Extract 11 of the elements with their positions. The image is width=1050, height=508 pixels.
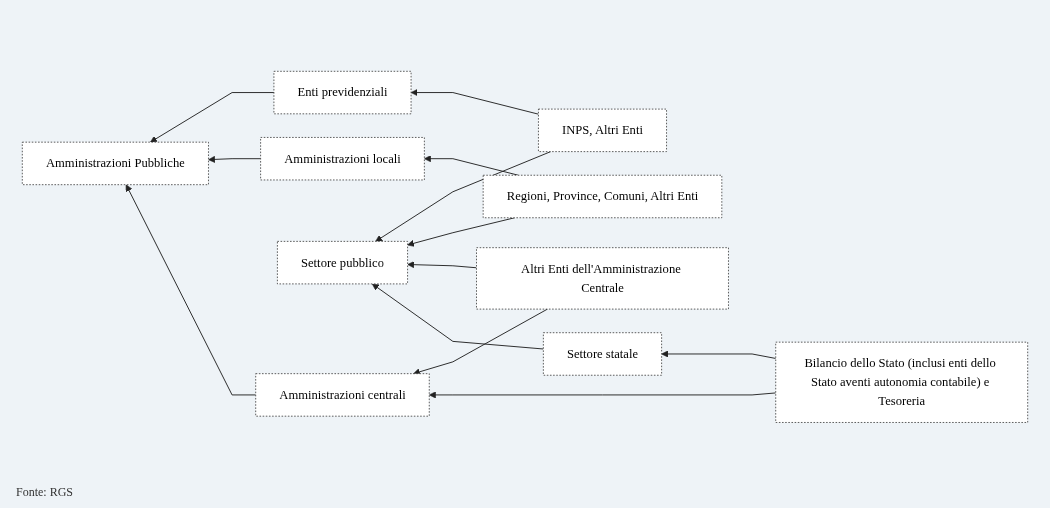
node-box: Bilancio dello Stato (inclusi enti dello Stato aventi autonomia contabile) e Tesoreria (775, 341, 1029, 423)
node-box: Settore statale (542, 331, 662, 376)
node-box: Settore pubblico (277, 240, 408, 284)
node-box: Amministrazioni Pubbliche (21, 141, 209, 185)
node-box: Amministrazioni centrali (255, 372, 430, 417)
source-caption: Fonte: RGS (16, 485, 74, 500)
node-box: Regioni, Province, Comuni, Altri Enti (482, 174, 723, 218)
node-box: Amministrazioni locali (260, 136, 425, 180)
node-box: Enti previdenziali (273, 70, 412, 114)
node-box: Altri Enti dell'Amministrazione Centrale (476, 246, 729, 310)
node-box: INPS, Altri Enti (538, 108, 667, 152)
